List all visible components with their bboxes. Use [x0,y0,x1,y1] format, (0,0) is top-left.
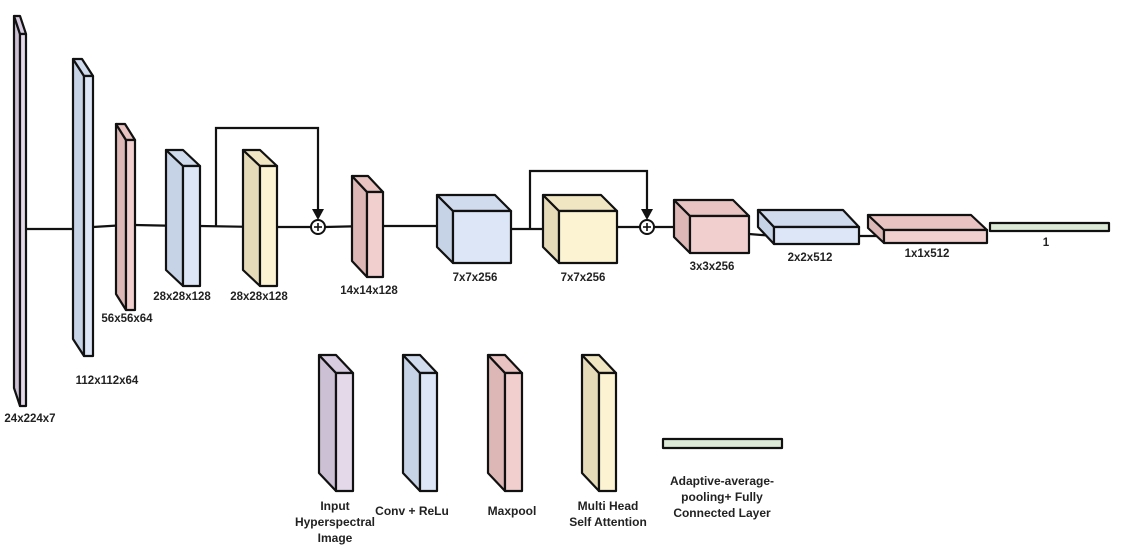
legend-swatch-conv [401,353,439,493]
add-node-1-icon [310,219,326,235]
legend-label-fc-line2: pooling+ Fully [681,490,763,504]
legend-item-fc: Adaptive-average-pooling+ FullyConnected… [661,437,784,520]
layer-pool3-front-face [688,214,751,255]
layer-pool4-front-face [882,228,989,245]
layer-pool3 [672,198,751,255]
legend-item-conv: Conv + ReLu [375,353,449,518]
layer-label-attn1: 28x28x128 [230,291,288,303]
layer-attn1 [241,148,279,288]
layer-conv1-side-face [71,57,86,358]
layer-label-pool4: 1x1x512 [905,248,950,260]
layer-label-fc: 1 [1043,237,1050,249]
layer-conv3 [435,193,513,265]
layer-label-attn2: 7x7x256 [561,272,606,284]
edges-layer [26,126,884,238]
legend-swatch-input-side-face [317,353,338,493]
legend-swatch-attention [580,353,618,493]
layer-attn2-front-face [557,209,619,265]
legend-swatch-attention-side-face [580,353,601,493]
layer-fc [988,221,1111,233]
layer-conv4 [756,208,861,246]
legend-swatch-attention-front-face [597,371,618,493]
layer-pool1-front-face [124,138,137,312]
layer-conv1-front-face [82,74,95,358]
legend-swatch-conv-side-face [401,353,422,493]
blocks-layer [12,14,1111,408]
legend-label-input-line3: Image [318,531,353,545]
legend-label-input-line2: Hyperspectral [295,515,375,529]
legend-swatch-maxpool-side-face [486,353,507,493]
layer-attn1-front-face [258,164,279,288]
layer-pool4 [866,213,989,245]
skip-connection-1 [214,126,320,226]
layer-label-conv1: 112x112x64 [76,375,139,387]
layer-label-pool3: 3x3x256 [690,261,735,273]
layer-conv2-front-face [181,164,202,288]
layer-label-conv2: 28x28x128 [153,291,211,303]
add-node-2-icon [639,219,655,235]
layer-conv2-side-face [164,148,185,288]
legend-label-maxpool-line1: Maxpool [488,504,537,518]
layer-conv4-front-face [772,225,861,246]
layer-attn1-side-face [241,148,262,288]
layer-attn2 [541,193,619,265]
legend-label-attention-line1: Multi Head [578,499,639,513]
layer-label-conv4: 2x2x512 [788,252,833,264]
legend-label-fc-line3: Connected Layer [673,506,771,520]
legend-label-conv-line1: Conv + ReLu [375,504,449,518]
legend-swatch-input [317,353,355,493]
layer-pool1 [114,122,137,312]
layer-conv2 [164,148,202,288]
layer-conv3-front-face [451,209,513,265]
layer-conv4-top-face [756,208,861,229]
legend-label-attention-line2: Self Attention [569,515,647,529]
fc-bar [988,221,1111,233]
legend-swatch-fc [661,437,784,450]
skip-connection-2 [528,169,649,229]
layer-pool1-side-face [114,122,128,312]
layer-pool4-top-face [866,213,989,232]
layer-conv1 [71,57,95,358]
layer-label-input: 24x224x7 [4,413,55,425]
legend-swatch-maxpool-front-face [503,371,524,493]
layer-label-conv3: 7x7x256 [453,272,498,284]
legend-swatch-conv-front-face [418,371,439,493]
skip-arrow-1-icon [312,209,324,220]
layer-label-pool1: 56x56x64 [101,313,153,325]
legend-swatch-maxpool [486,353,524,493]
layer-pool2 [350,174,385,279]
legend-swatch-input-front-face [334,371,355,493]
layer-input-front-face [18,32,28,408]
layer-input [12,14,28,408]
legend-item-maxpool: Maxpool [486,353,537,518]
layer-pool2-front-face [365,190,385,279]
legend-label-input-line1: Input [320,499,349,513]
layer-label-pool2: 14x14x128 [340,285,398,297]
skip-arrow-2-icon [641,209,653,220]
legend-label-fc-line1: Adaptive-average- [670,474,774,488]
